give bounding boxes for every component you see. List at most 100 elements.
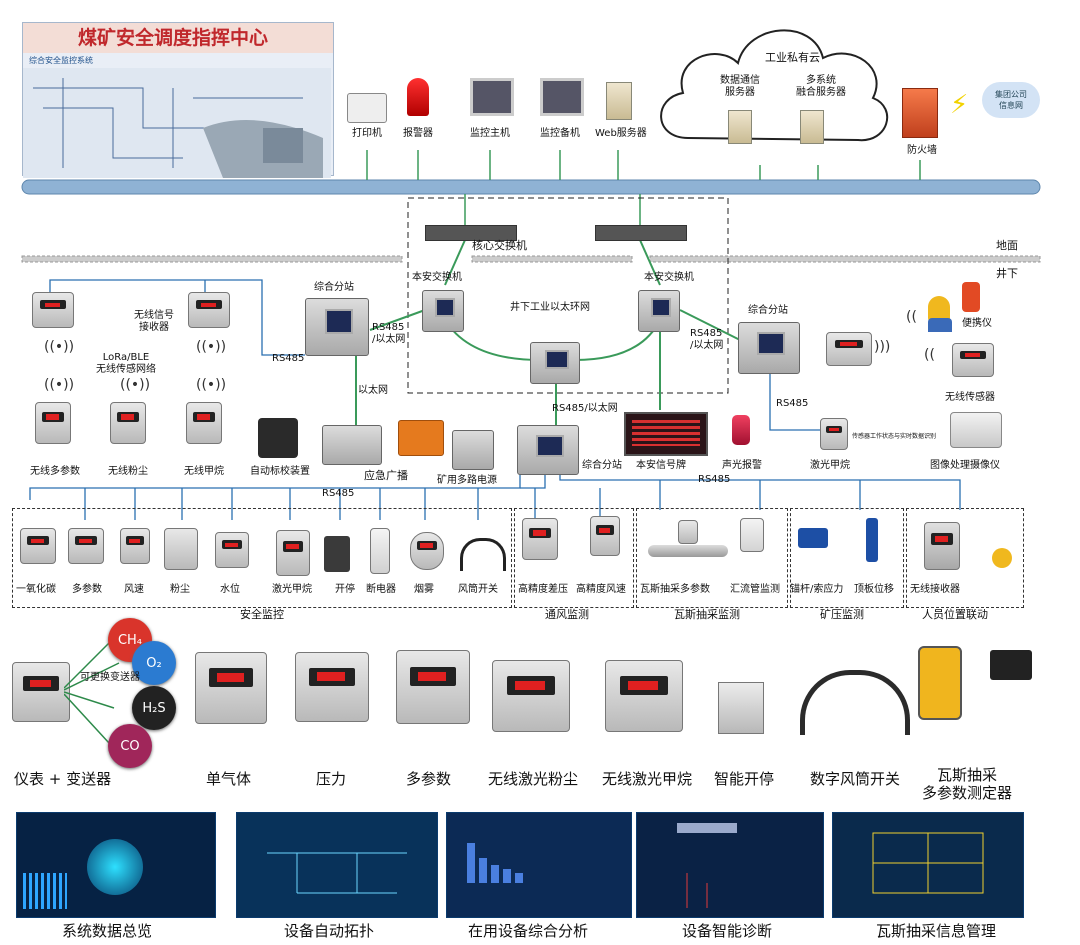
- vent-item-label: 高精度差压: [518, 584, 568, 595]
- gas-item-label: 汇流管监测: [730, 584, 780, 595]
- right-switch-label: 本安交换机: [644, 272, 694, 283]
- sensor-device: [164, 528, 198, 570]
- backup-host-label: 监控备机: [540, 128, 580, 139]
- camera-device-icon: [950, 412, 1002, 448]
- worker-helmet-icon: [928, 296, 950, 322]
- sensor-device: [678, 520, 698, 544]
- safety-item-label: 风速: [124, 584, 144, 595]
- personnel-item-label: 无线接收器: [910, 584, 960, 595]
- right-is-switch: [638, 290, 680, 332]
- screen-label: 设备智能诊断: [682, 922, 773, 940]
- rs485-wires: [29, 279, 961, 520]
- wifi-icon: ((•)): [120, 377, 151, 393]
- product-label: 数字风筒开关: [810, 770, 901, 788]
- monitor-host-icon: [470, 78, 514, 116]
- station-center: [517, 425, 579, 475]
- portable-meter-icon: [962, 282, 980, 312]
- wireless-multi-device: [35, 402, 71, 444]
- wifi-icon: ((•)): [44, 377, 75, 393]
- signboard-label: 本安信号牌: [636, 460, 686, 471]
- ring-label: 井下工业以太环网: [510, 302, 590, 313]
- pressure-device: [295, 652, 369, 722]
- sensor-device: [20, 528, 56, 564]
- sensor-device: [120, 528, 150, 564]
- wireless-multi-label: 无线多参数: [30, 466, 80, 477]
- wifi-icon: ((: [906, 309, 917, 325]
- printer-label: 打印机: [352, 128, 382, 139]
- single-gas-device: [195, 652, 267, 724]
- alarm-label: 报警器: [403, 128, 433, 139]
- cloud-server1-label: 数据通信 服务器: [720, 75, 760, 98]
- safety-item-label: 粉尘: [170, 584, 190, 595]
- broadcast-speaker-icon: [398, 420, 444, 456]
- wifi-icon: ))): [874, 339, 891, 355]
- core-switch-label: 核心交换机: [472, 239, 527, 252]
- product-label: 仪表 + 变送器: [14, 770, 112, 788]
- safety-item-label: 风筒开关: [458, 584, 498, 595]
- gas-extraction-meter-device: [918, 646, 962, 720]
- ring-station: [530, 342, 580, 384]
- lightning-icon: ⚡: [950, 90, 969, 120]
- station-right-label: 综合分站: [748, 305, 788, 316]
- auto-topology-screen: [236, 812, 438, 918]
- h2s-badge: H₂S: [132, 686, 176, 730]
- group-network: 集团公司 信息网: [982, 82, 1040, 118]
- wireless-dust-device: [110, 402, 146, 444]
- pressure-title: 矿压监测: [820, 608, 864, 621]
- device-diagnosis-screen: [636, 812, 824, 918]
- data-overview-screen: [16, 812, 216, 918]
- ground-label: 地面: [996, 239, 1018, 252]
- sensor-device: [460, 538, 506, 571]
- signboard-device: [624, 412, 708, 456]
- device-analysis-screen: [446, 812, 632, 918]
- anchor-stress-icon: [798, 528, 828, 548]
- private-cloud-icon: [660, 29, 889, 142]
- worker-body-icon: [928, 318, 952, 332]
- sensor-device: [590, 516, 620, 556]
- product-label: 单气体: [206, 770, 252, 788]
- sensor-device: [740, 518, 764, 552]
- screen-label: 在用设备综合分析: [468, 922, 589, 940]
- wifi-icon: ((•)): [196, 339, 227, 355]
- web-server-label: Web服务器: [595, 128, 647, 139]
- station-right: [738, 322, 800, 374]
- alarm-sl-label: 声光报警: [722, 460, 762, 471]
- group-pressure-box: [790, 508, 904, 608]
- sensor-device: [215, 532, 249, 568]
- sensor-device: [410, 532, 444, 570]
- station-center-label: 综合分站: [582, 460, 622, 471]
- product-label: 无线激光甲烷: [602, 770, 693, 788]
- underground-label: 井下: [996, 267, 1018, 280]
- core-switch-right-icon: [595, 225, 687, 241]
- rs485-a: RS485: [272, 353, 305, 364]
- wifi-icon: ((•)): [44, 339, 75, 355]
- sensor-device: [68, 528, 104, 564]
- monitor-host-label: 监控主机: [470, 128, 510, 139]
- rs485-eth-left: RS485 /以太网: [372, 322, 406, 345]
- roof-displacement-icon: [866, 518, 878, 562]
- camera-note: 传感器工作状态与实时数据识别: [852, 433, 937, 440]
- gas-extraction-probe: [990, 650, 1032, 680]
- sensor-device: [370, 528, 390, 574]
- laser-methane-label: 激光甲烷: [810, 460, 850, 471]
- sensor-device: [276, 530, 310, 576]
- wireless-sensor-device: [952, 343, 994, 377]
- wifi-icon: ((: [924, 347, 935, 363]
- group-safety-box: [12, 508, 512, 608]
- co-badge: CO: [108, 724, 152, 768]
- pressure-item-label: 顶板位移: [854, 584, 894, 595]
- gas-extraction-screen: [832, 812, 1024, 918]
- personnel-title: 人员位置联动: [922, 608, 988, 621]
- safety-item-label: 一氧化碳: [16, 584, 56, 595]
- wireless-methane-device: [186, 402, 222, 444]
- rs485-c: RS485: [322, 488, 355, 499]
- wireless-dust-label: 无线粉尘: [108, 466, 148, 477]
- rs485-b: RS485: [776, 398, 809, 409]
- rs485-eth-right: RS485 /以太网: [690, 328, 724, 351]
- rs485-d: RS485: [698, 474, 731, 485]
- sound-light-alarm-icon: [732, 415, 750, 445]
- bus-drops: [366, 150, 921, 225]
- safety-item-label: 断电器: [366, 584, 396, 595]
- rs485-eth-bottom: RS485/以太网: [552, 403, 618, 414]
